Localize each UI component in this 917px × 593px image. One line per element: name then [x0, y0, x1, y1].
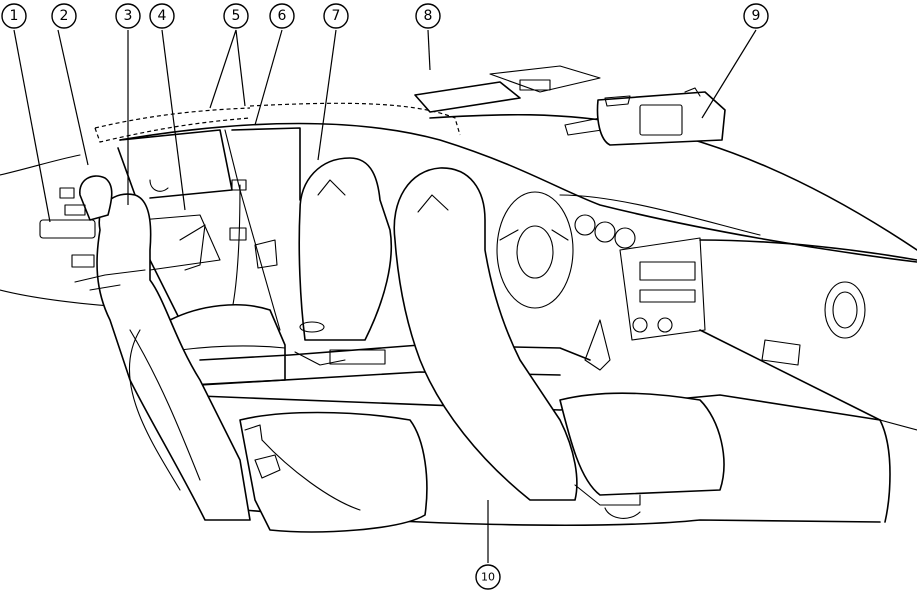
callout-4: 4 [149, 3, 175, 29]
far-side-seat [298, 157, 393, 341]
near-rear-seatback [74, 175, 251, 521]
callout-2: 2 [51, 3, 77, 29]
right-dashboard [699, 239, 917, 431]
rear-door-panel [139, 179, 278, 311]
callout-8-label: 8 [424, 8, 433, 24]
callout-2-label: 2 [60, 8, 69, 24]
callout-9-label: 9 [752, 8, 761, 24]
leader-lines [13, 29, 757, 563]
callout-1-label: 1 [10, 8, 19, 24]
callout-10: 10 [475, 564, 501, 590]
callout-6-label: 6 [278, 8, 287, 24]
callout-8: 8 [415, 3, 441, 29]
sun-visor-mirror [596, 87, 726, 146]
callout-5-label: 5 [232, 8, 241, 24]
left-trim-items [39, 187, 96, 268]
callout-3: 3 [115, 3, 141, 29]
callout-3-label: 3 [124, 8, 133, 24]
callout-10-label: 10 [481, 571, 495, 584]
callout-7-label: 7 [332, 8, 341, 24]
callout-5: 5 [223, 3, 249, 29]
near-rear-seat-cushion [239, 411, 428, 533]
sun-visor-left [414, 65, 603, 136]
callout-7: 7 [323, 3, 349, 29]
callout-9: 9 [743, 3, 769, 29]
steering-and-dash [496, 191, 761, 371]
callout-6: 6 [269, 3, 295, 29]
callout-4-label: 4 [158, 8, 167, 24]
roof-dashed-outline [94, 102, 461, 143]
front-near-seat [393, 167, 725, 519]
callout-1: 1 [1, 3, 27, 29]
